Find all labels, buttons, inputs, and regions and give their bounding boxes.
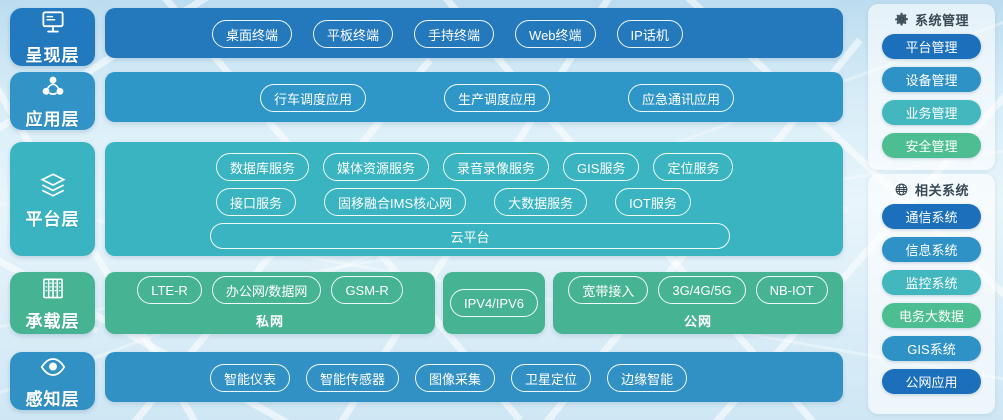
tag-image-capture[interactable]: 图像采集 bbox=[415, 364, 496, 392]
tag-gis-service[interactable]: GIS服务 bbox=[563, 153, 640, 181]
layer-name: 平台层 bbox=[25, 209, 80, 229]
sidebar-item-monitoring-system[interactable]: 监控系统 bbox=[882, 270, 981, 295]
layer-label-presentation[interactable]: 呈现层 bbox=[10, 8, 95, 66]
sidebar-item-label: GIS系统 bbox=[907, 342, 956, 357]
layers-icon bbox=[39, 172, 66, 197]
pill-row: 宽带接入 3G/4G/5G NB-IOT bbox=[568, 276, 828, 304]
sidebar-item-label: 安全管理 bbox=[905, 139, 958, 154]
sidebar-item-communication-system[interactable]: 通信系统 bbox=[882, 204, 981, 229]
pill-row-services-2: 接口服务 固移融合IMS核心网 大数据服务 IOT服务 bbox=[216, 188, 691, 216]
panel-system-management: 系统管理 平台管理 设备管理 业务管理 安全管理 bbox=[868, 4, 995, 170]
sidebar-item-label: 设备管理 bbox=[905, 73, 958, 88]
tag-satellite-positioning[interactable]: 卫星定位 bbox=[511, 364, 592, 392]
tag-smart-meter[interactable]: 智能仪表 bbox=[210, 364, 291, 392]
sidebar-item-label: 电务大数据 bbox=[898, 309, 964, 324]
bearer-group-title-public: 公网 bbox=[683, 314, 712, 329]
tag-ims-core-network[interactable]: 固移融合IMS核心网 bbox=[324, 188, 467, 216]
pill-row-services-1: 数据库服务 媒体资源服务 录音录像服务 GIS服务 定位服务 bbox=[216, 153, 734, 181]
layer-bar-presentation: 桌面终端 平板终端 手持终端 Web终端 IP话机 bbox=[105, 8, 843, 58]
sidebar-item-security-management[interactable]: 安全管理 bbox=[882, 133, 981, 158]
tag-nb-iot[interactable]: NB-IOT bbox=[755, 276, 828, 304]
bearer-group-ip: IPV4/IPV6 bbox=[443, 272, 545, 334]
tag-train-dispatch-app[interactable]: 行车调度应用 bbox=[260, 84, 367, 112]
sidebar-item-public-network-app[interactable]: 公网应用 bbox=[882, 369, 981, 394]
pill-row: IPV4/IPV6 bbox=[450, 289, 538, 317]
globe-icon bbox=[895, 183, 908, 195]
tag-web-terminal[interactable]: Web终端 bbox=[515, 20, 596, 48]
bearer-group-title-private: 私网 bbox=[255, 314, 284, 329]
pill-row-cloud: 云平台 bbox=[210, 223, 730, 249]
pill-row: LTE-R 办公网/数据网 GSM-R bbox=[137, 276, 403, 304]
tag-database-service[interactable]: 数据库服务 bbox=[216, 153, 310, 181]
eye-icon bbox=[40, 357, 65, 376]
tag-lte-r[interactable]: LTE-R bbox=[137, 276, 202, 304]
tag-location-service[interactable]: 定位服务 bbox=[653, 153, 734, 181]
pill-row: 智能仪表 智能传感器 图像采集 卫星定位 边缘智能 bbox=[210, 364, 688, 392]
sidebar-item-business-management[interactable]: 业务管理 bbox=[882, 100, 981, 125]
tag-iot-service[interactable]: IOT服务 bbox=[615, 188, 691, 216]
layer-label-bearer[interactable]: 承载层 bbox=[10, 272, 95, 334]
pill-row: 桌面终端 平板终端 手持终端 Web终端 IP话机 bbox=[212, 20, 683, 48]
tag-handheld-terminal[interactable]: 手持终端 bbox=[414, 20, 495, 48]
sidebar-item-label: 监控系统 bbox=[905, 276, 958, 291]
tag-recording-service[interactable]: 录音录像服务 bbox=[443, 153, 550, 181]
layer-name: 承载层 bbox=[25, 311, 80, 331]
tag-emergency-comm-app[interactable]: 应急通讯应用 bbox=[628, 84, 735, 112]
tag-media-resource-service[interactable]: 媒体资源服务 bbox=[323, 153, 430, 181]
sidebar-item-label: 业务管理 bbox=[905, 106, 958, 121]
sidebar-item-device-management[interactable]: 设备管理 bbox=[882, 67, 981, 92]
tag-production-dispatch-app[interactable]: 生产调度应用 bbox=[444, 84, 551, 112]
panel-header-related-systems: 相关系统 bbox=[894, 174, 969, 204]
gear-icon bbox=[895, 12, 908, 26]
layer-bar-application: 行车调度应用 生产调度应用 应急通讯应用 bbox=[105, 72, 843, 122]
tag-interface-service[interactable]: 接口服务 bbox=[216, 188, 297, 216]
bearer-group-public: 宽带接入 3G/4G/5G NB-IOT 公网 bbox=[553, 272, 843, 334]
tag-broadband-access[interactable]: 宽带接入 bbox=[568, 276, 649, 304]
sidebar-item-label: 信息系统 bbox=[905, 243, 958, 258]
server-rack-icon bbox=[42, 278, 63, 298]
tag-smart-sensor[interactable]: 智能传感器 bbox=[306, 364, 400, 392]
sidebar-item-gis-system[interactable]: GIS系统 bbox=[882, 336, 981, 361]
panel-related-systems: 相关系统 通信系统 信息系统 监控系统 电务大数据 GIS系统 公网应用 bbox=[868, 174, 995, 414]
tag-ip-phone[interactable]: IP话机 bbox=[616, 20, 683, 48]
bearer-group-private: LTE-R 办公网/数据网 GSM-R 私网 bbox=[105, 272, 435, 334]
tag-bigdata-service[interactable]: 大数据服务 bbox=[494, 188, 588, 216]
sidebar-item-label: 通信系统 bbox=[905, 210, 958, 225]
sidebar-item-information-system[interactable]: 信息系统 bbox=[882, 237, 981, 262]
sidebar-item-label: 公网应用 bbox=[905, 375, 958, 390]
sidebar-item-electrical-bigdata[interactable]: 电务大数据 bbox=[882, 303, 981, 328]
panel-title: 系统管理 bbox=[914, 12, 969, 28]
layer-bar-perception: 智能仪表 智能传感器 图像采集 卫星定位 边缘智能 bbox=[105, 352, 843, 402]
monitor-icon bbox=[41, 10, 64, 32]
tag-gsm-r[interactable]: GSM-R bbox=[331, 276, 403, 304]
layer-label-platform[interactable]: 平台层 bbox=[10, 142, 95, 256]
sidebar-item-platform-management[interactable]: 平台管理 bbox=[882, 34, 981, 59]
tag-tablet-terminal[interactable]: 平板终端 bbox=[313, 20, 394, 48]
layer-label-perception[interactable]: 感知层 bbox=[10, 352, 95, 410]
tag-edge-intelligence[interactable]: 边缘智能 bbox=[607, 364, 688, 392]
layer-label-application[interactable]: 应用层 bbox=[10, 72, 95, 130]
tag-office-data-network[interactable]: 办公网/数据网 bbox=[211, 276, 322, 304]
sidebar-item-label: 平台管理 bbox=[905, 40, 958, 55]
tag-cloud-platform[interactable]: 云平台 bbox=[210, 223, 730, 249]
layer-name: 应用层 bbox=[25, 109, 80, 129]
tag-3g-4g-5g[interactable]: 3G/4G/5G bbox=[658, 276, 746, 304]
layer-name: 呈现层 bbox=[25, 45, 80, 65]
tag-desktop-terminal[interactable]: 桌面终端 bbox=[212, 20, 293, 48]
tag-ipv4-ipv6[interactable]: IPV4/IPV6 bbox=[450, 289, 538, 317]
panel-header-system-management: 系统管理 bbox=[894, 4, 969, 34]
network-nodes-icon bbox=[42, 76, 63, 95]
layer-name: 感知层 bbox=[25, 389, 80, 409]
pill-row: 行车调度应用 生产调度应用 应急通讯应用 bbox=[260, 84, 735, 112]
panel-title: 相关系统 bbox=[914, 182, 969, 198]
layer-bar-platform: 数据库服务 媒体资源服务 录音录像服务 GIS服务 定位服务 接口服务 固移融合… bbox=[105, 142, 843, 256]
